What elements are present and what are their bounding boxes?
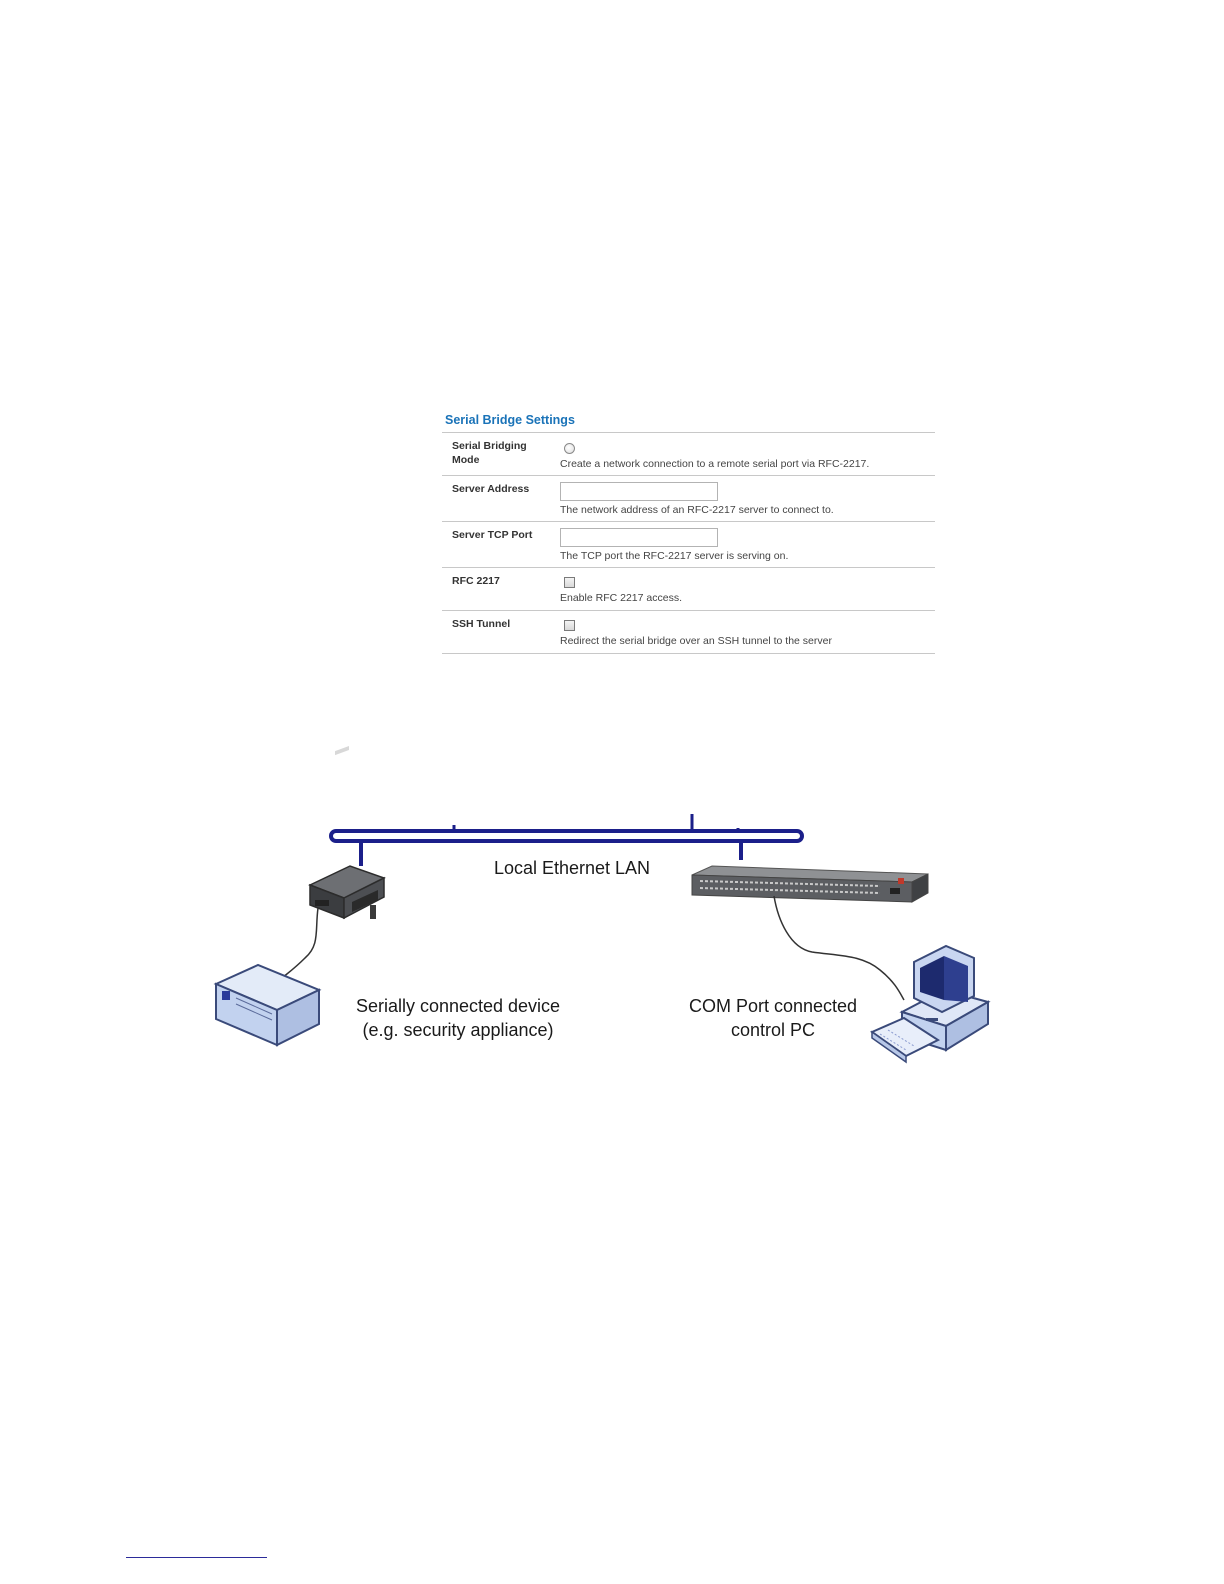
setting-description: Enable RFC 2217 access. — [560, 592, 682, 604]
setting-label: RFC 2217 — [452, 575, 500, 587]
serial-bridging-mode-radio[interactable] — [564, 443, 575, 454]
pc-label-line1: COM Port connected — [688, 996, 858, 1016]
lan-label: Local Ethernet LAN — [493, 858, 651, 878]
rfc-2217-checkbox[interactable] — [564, 577, 575, 588]
device-label-line1: Serially connected device — [355, 996, 561, 1016]
setting-label: Server TCP Port — [452, 529, 533, 541]
server-address-input[interactable] — [560, 482, 718, 501]
appliance-icon — [213, 963, 322, 1047]
device-label-line2: (e.g. security appliance) — [362, 1020, 554, 1040]
server-tcp-port-input[interactable] — [560, 528, 718, 547]
setting-row-server-tcp-port: Server TCP Port The TCP port the RFC-221… — [442, 522, 935, 568]
pc-label-line2: control PC — [730, 1020, 816, 1040]
panel-title: Serial Bridge Settings — [442, 412, 935, 433]
ssh-tunnel-checkbox[interactable] — [564, 620, 575, 631]
setting-row-rfc-2217: RFC 2217 Enable RFC 2217 access. — [442, 568, 935, 611]
setting-row-ssh-tunnel: SSH Tunnel Redirect the serial bridge ov… — [442, 611, 935, 654]
setting-label: SSH Tunnel — [452, 618, 511, 630]
setting-description: Create a network connection to a remote … — [560, 458, 870, 470]
setting-description: Redirect the serial bridge over an SSH t… — [560, 635, 832, 647]
footnote-divider — [126, 1557, 267, 1558]
setting-label: Serial Bridging Mode — [452, 440, 527, 466]
lan-bus — [329, 814, 804, 866]
serial-cable — [281, 907, 319, 979]
setting-description: The TCP port the RFC-2217 server is serv… — [560, 550, 789, 562]
setting-row-server-address: Server Address The network address of an… — [442, 476, 935, 522]
ethernet-switch-icon — [691, 865, 929, 903]
setting-row-serial-bridging-mode: Serial Bridging Mode Create a network co… — [442, 433, 935, 476]
com-cable — [773, 895, 905, 1001]
setting-description: The network address of an RFC-2217 serve… — [560, 504, 834, 516]
serial-bridge-settings-panel: Serial Bridge Settings Serial Bridging M… — [442, 412, 935, 654]
serial-server-icon — [308, 745, 386, 920]
control-pc-icon — [869, 944, 991, 1064]
setting-label: Server Address — [452, 483, 530, 495]
